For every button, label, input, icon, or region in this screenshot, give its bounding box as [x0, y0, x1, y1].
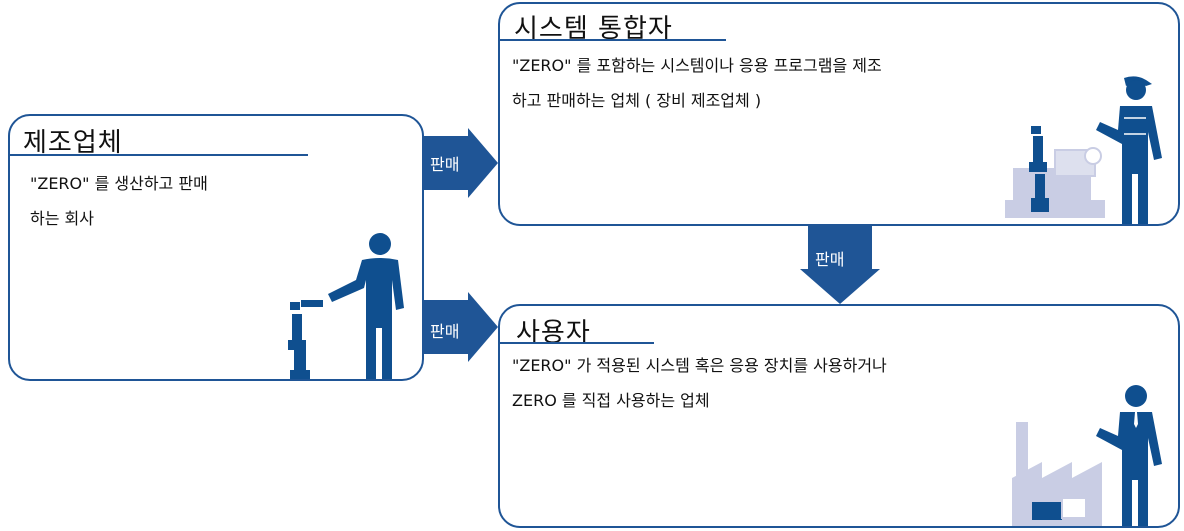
integrator-desc-line2: 하고 판매하는 업체 ( 장비 제조업체 ): [512, 91, 762, 110]
user-card: 사용자 "ZERO" 가 적용된 시스템 혹은 응용 장치를 사용하거나 ZER…: [498, 304, 1180, 528]
worker-icon: [1096, 76, 1162, 224]
sale-label: 판매: [430, 322, 460, 341]
integrator-card: 시스템 통합자 "ZERO" 를 포함하는 시스템이나 응용 프로그램을 제조 …: [498, 2, 1180, 226]
sale-label: 판매: [815, 250, 845, 269]
title-underline: [500, 39, 726, 41]
robot-arm-icon: [288, 300, 323, 379]
manufacturer-title: 제조업체: [23, 128, 123, 158]
manufacturer-card: 제조업체 "ZERO" 를 생산하고 판매 하는 회사: [8, 114, 424, 381]
factory-icon: [1012, 422, 1102, 526]
integrator-desc-line1: "ZERO" 를 포함하는 시스템이나 응용 프로그램을 제조: [512, 56, 882, 75]
sale-arrow-to-user: [422, 292, 498, 362]
manufacturer-description: "ZERO" 를 생산하고 판매 하는 회사: [30, 166, 208, 236]
user-description: "ZERO" 가 적용된 시스템 혹은 응용 장치를 사용하거나 ZERO 를 …: [512, 348, 887, 418]
sale-arrow-to-user-down: [800, 225, 880, 304]
title-underline: [10, 154, 308, 156]
person-icon: [328, 233, 404, 379]
worker-icon: [1096, 385, 1162, 526]
user-desc-line2: ZERO 를 직접 사용하는 업체: [512, 391, 710, 410]
manufacturer-desc-line2: 하는 회사: [30, 209, 94, 228]
sale-label: 판매: [430, 155, 460, 174]
user-desc-line1: "ZERO" 가 적용된 시스템 혹은 응용 장치를 사용하거나: [512, 356, 887, 375]
sale-arrow-to-integrator: [422, 128, 498, 198]
integrator-description: "ZERO" 를 포함하는 시스템이나 응용 프로그램을 제조 하고 판매하는 …: [512, 48, 882, 118]
manufacturer-desc-line1: "ZERO" 를 생산하고 판매: [30, 174, 208, 193]
robot-arm-icon: [1029, 126, 1049, 212]
title-underline: [500, 342, 654, 344]
machine-icon: [1005, 147, 1105, 218]
